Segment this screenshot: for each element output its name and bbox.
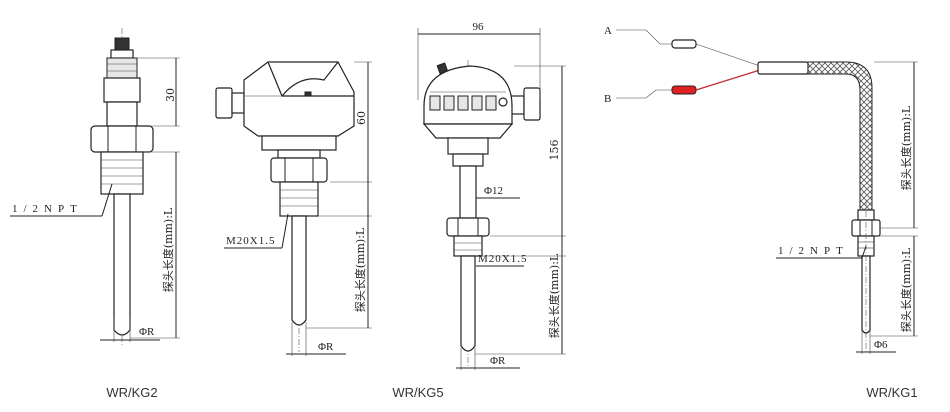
kg5-model-label: WR/KG5: [392, 385, 443, 400]
kg1-drawing: A B 探头长度(mm):L 探头长度(mm):L 1/2NPT: [604, 25, 918, 400]
kg1-wire-b-label: B: [604, 93, 611, 105]
kg1-cable-length: 探头长度(mm):L: [899, 105, 913, 190]
kg5-dim-96: 96: [473, 21, 485, 33]
kg5-dim-60: 60: [355, 111, 368, 125]
kg2-dia-r: ΦR: [139, 326, 155, 338]
kg5-front-dia-r: ΦR: [490, 355, 506, 367]
kg1-probe-length: 探头长度(mm):L: [899, 247, 913, 332]
kg5-dim-156: 156: [548, 140, 561, 161]
kg5-front-drawing: 96 156 探头长度(mm):L Φ12 M20X1.5 ΦR WR/KG5: [392, 21, 566, 400]
kg5-thread-label: M20X1.5: [226, 235, 275, 247]
kg1-npt-label: 1/2NPT: [778, 245, 849, 257]
kg2-npt-label: 1/2NPT: [12, 203, 83, 215]
kg1-model-label: WR/KG1: [866, 385, 917, 400]
kg2-drawing: 30 探头长度(mm):L 1/2NPT ΦR WR/KG2: [10, 28, 180, 400]
kg2-probe-length: 探头长度(mm):L: [161, 207, 175, 292]
kg2-model-label: WR/KG2: [106, 385, 157, 400]
kg5-front-probe-length: 探头长度(mm):L: [547, 253, 561, 338]
kg2-dim-30: 30: [164, 88, 177, 102]
kg1-dia-6: Φ6: [874, 339, 888, 351]
kg5-dia-12: Φ12: [484, 185, 503, 197]
kg5-drawing: 60 探头长度(mm):L M20X1.5 ΦR: [215, 61, 372, 356]
kg1-wire-a-label: A: [604, 25, 612, 37]
kg5-front-thread-label: M20X1.5: [478, 253, 527, 265]
kg5-probe-length: 探头长度(mm):L: [353, 227, 367, 312]
kg5-dia-r: ΦR: [318, 341, 334, 353]
